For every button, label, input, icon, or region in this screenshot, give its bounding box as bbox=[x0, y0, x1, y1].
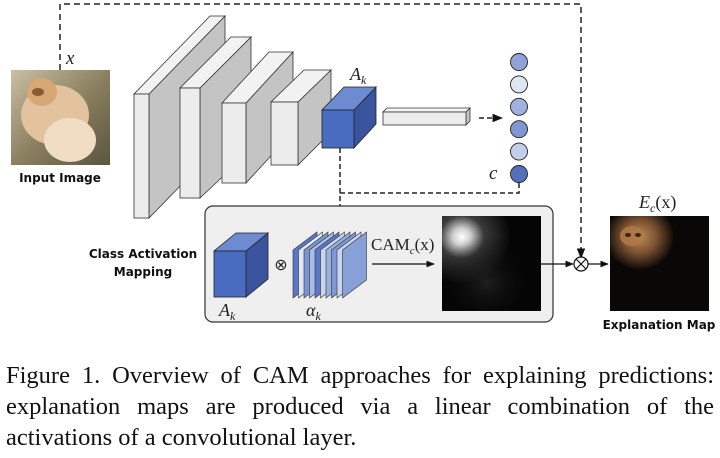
weight-slice bbox=[342, 231, 367, 299]
explanation-math: Ec(x) bbox=[638, 192, 676, 215]
class-node bbox=[510, 165, 528, 183]
cnn-layer bbox=[270, 69, 332, 166]
feature-map-label: Ak bbox=[349, 64, 367, 87]
weights-label: αk bbox=[306, 300, 321, 323]
activations-label: Ak bbox=[218, 300, 236, 323]
flattened-vector bbox=[382, 107, 471, 126]
class-label: c bbox=[489, 163, 498, 184]
explanation-map-image bbox=[610, 216, 709, 311]
input-image-label: Input Image bbox=[19, 171, 101, 185]
output-node bbox=[510, 75, 528, 94]
combine-cross bbox=[575, 258, 587, 270]
output-node bbox=[510, 120, 528, 139]
multiply-operator: ⊗ bbox=[274, 257, 287, 274]
cam-title-line1: Class Activation bbox=[89, 247, 197, 261]
input-image bbox=[11, 70, 110, 165]
class-to-weights-dashed bbox=[340, 183, 520, 194]
figure-caption: Figure 1. Overview of CAM approaches for… bbox=[6, 362, 714, 451]
activation-cube-small bbox=[212, 232, 270, 298]
output-node bbox=[510, 142, 528, 161]
cnn-layer bbox=[221, 50, 294, 185]
output-node bbox=[510, 53, 528, 71]
activation-cube bbox=[321, 86, 377, 150]
input-variable: x bbox=[65, 48, 75, 69]
explanation-map-label: Explanation Map bbox=[603, 318, 716, 332]
weight-slices bbox=[292, 231, 367, 299]
skip-connection-dashed bbox=[59, 3, 586, 260]
cam-overview-diagram: x Input Image Ak c Class Ac bbox=[11, 3, 716, 332]
cam-label: CAMc(x) bbox=[371, 235, 434, 257]
cam-heatmap bbox=[442, 216, 541, 311]
output-node bbox=[510, 97, 528, 116]
cam-title-line2: Mapping bbox=[114, 265, 172, 279]
output-nodes bbox=[510, 53, 528, 183]
